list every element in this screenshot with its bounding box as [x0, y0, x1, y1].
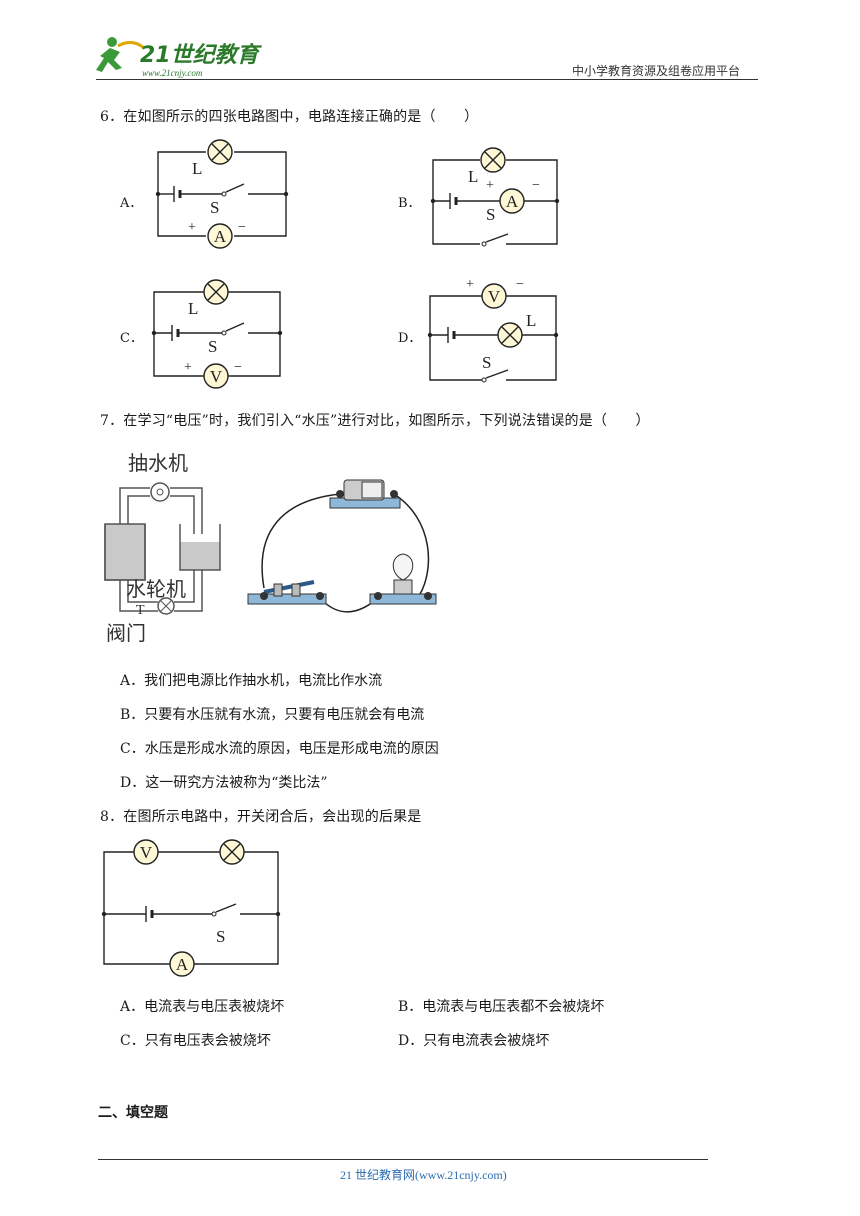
svg-text:−: −	[532, 178, 540, 193]
q8-option-b: B．电流表与电压表都不会被烧坏	[398, 999, 605, 1015]
svg-text:+: +	[486, 178, 494, 193]
svg-text:+: +	[184, 360, 192, 375]
svg-text:A: A	[214, 227, 227, 246]
q7-option-d: D．这一研究方法被称为“类比法”	[120, 775, 328, 791]
voltmeter-icon: V	[203, 363, 229, 389]
q7-option-c: C．水压是形成水流的原因，电压是形成电流的原因	[120, 741, 439, 757]
circuit-b-diagram: A L + − S	[430, 147, 560, 247]
site-logo: 21世纪教育 www.21cnjy.com	[92, 34, 263, 80]
svg-text:L: L	[192, 159, 202, 178]
circuit-c-diagram: V L S + −	[151, 279, 283, 389]
switch-icon	[247, 580, 327, 605]
svg-text:−: −	[238, 220, 246, 235]
valve-label: 阀门	[106, 622, 146, 645]
logo-main: 21世纪教育	[140, 42, 262, 68]
bulb-icon	[369, 553, 437, 605]
svg-text:S: S	[210, 198, 219, 217]
svg-text:L: L	[188, 299, 198, 318]
ammeter-icon: A	[207, 223, 233, 249]
svg-text:S: S	[216, 927, 225, 946]
q7-option-a: A．我们把电源比作抽水机，电流比作水流	[120, 673, 383, 689]
pump-label: 抽水机	[128, 452, 188, 475]
lamp-icon	[497, 322, 523, 348]
svg-text:A: A	[506, 192, 519, 211]
logo-url: www.21cnjy.com	[142, 68, 203, 78]
pump-icon	[150, 482, 170, 502]
q6-label-d: D．	[398, 331, 422, 346]
svg-text:V: V	[210, 367, 223, 386]
q8-option-d: D．只有电流表会被烧坏	[398, 1033, 550, 1049]
water-analogy-figure: 抽水机 水轮机 T 阀门	[104, 452, 221, 645]
circuit-d-diagram: V + − L S	[427, 277, 559, 383]
voltmeter-icon: V	[481, 283, 507, 309]
electric-circuit-figure	[247, 479, 437, 613]
svg-text:L: L	[526, 311, 536, 330]
svg-text:S: S	[482, 353, 491, 372]
section-title: 二、填空题	[98, 1105, 168, 1121]
header-rule	[96, 79, 758, 80]
lamp-icon	[207, 139, 233, 165]
svg-text:V: V	[488, 287, 501, 306]
svg-text:S: S	[208, 337, 217, 356]
question-6-stem: 6．在如图所示的四张电路图中，电路连接正确的是（ ）	[100, 109, 479, 125]
lamp-icon	[219, 839, 245, 865]
svg-text:L: L	[468, 167, 478, 186]
ammeter-icon: A	[499, 188, 525, 214]
ammeter-icon: A	[169, 951, 195, 977]
svg-text:+: +	[188, 220, 196, 235]
svg-text:+: +	[466, 277, 474, 292]
footer-rule	[98, 1159, 708, 1160]
q6-label-a: A．	[120, 196, 143, 211]
turbine-icon	[157, 597, 175, 615]
svg-text:V: V	[140, 843, 153, 862]
svg-text:T: T	[136, 603, 145, 618]
lamp-icon	[480, 147, 506, 173]
q8-option-c: C．只有电压表会被烧坏	[120, 1033, 271, 1049]
question-7-stem: 7．在学习“电压”时，我们引入“水压”进行对比，如图所示，下列说法错误的是（ ）	[100, 413, 650, 429]
motor-icon	[329, 479, 401, 509]
lamp-icon	[203, 279, 229, 305]
svg-text:A: A	[176, 955, 189, 974]
q8-option-a: A．电流表与电压表被烧坏	[120, 999, 285, 1015]
q7-option-b: B．只要有水压就有水流，只要有电压就会有电流	[120, 707, 425, 723]
question-8-stem: 8．在图所示电路中，开关闭合后，会出现的后果是	[100, 809, 422, 825]
circuit-q8-diagram: V A S	[101, 839, 281, 977]
turbine-label: 水轮机	[126, 578, 186, 601]
svg-text:−: −	[234, 360, 242, 375]
voltmeter-icon: V	[133, 839, 159, 865]
svg-text:S: S	[486, 205, 495, 224]
circuit-a-diagram: A L S + −	[155, 139, 289, 249]
q6-label-b: B．	[398, 196, 421, 211]
header-platform-text: 中小学教育资源及组卷应用平台	[572, 64, 741, 78]
svg-text:−: −	[516, 277, 524, 292]
footer-link[interactable]: 21 世纪教育网(www.21cnjy.com)	[340, 1168, 507, 1182]
logo-runner-icon: 21世纪教育 www.21cnjy.com	[96, 37, 263, 78]
q6-label-c: C．	[120, 331, 143, 346]
